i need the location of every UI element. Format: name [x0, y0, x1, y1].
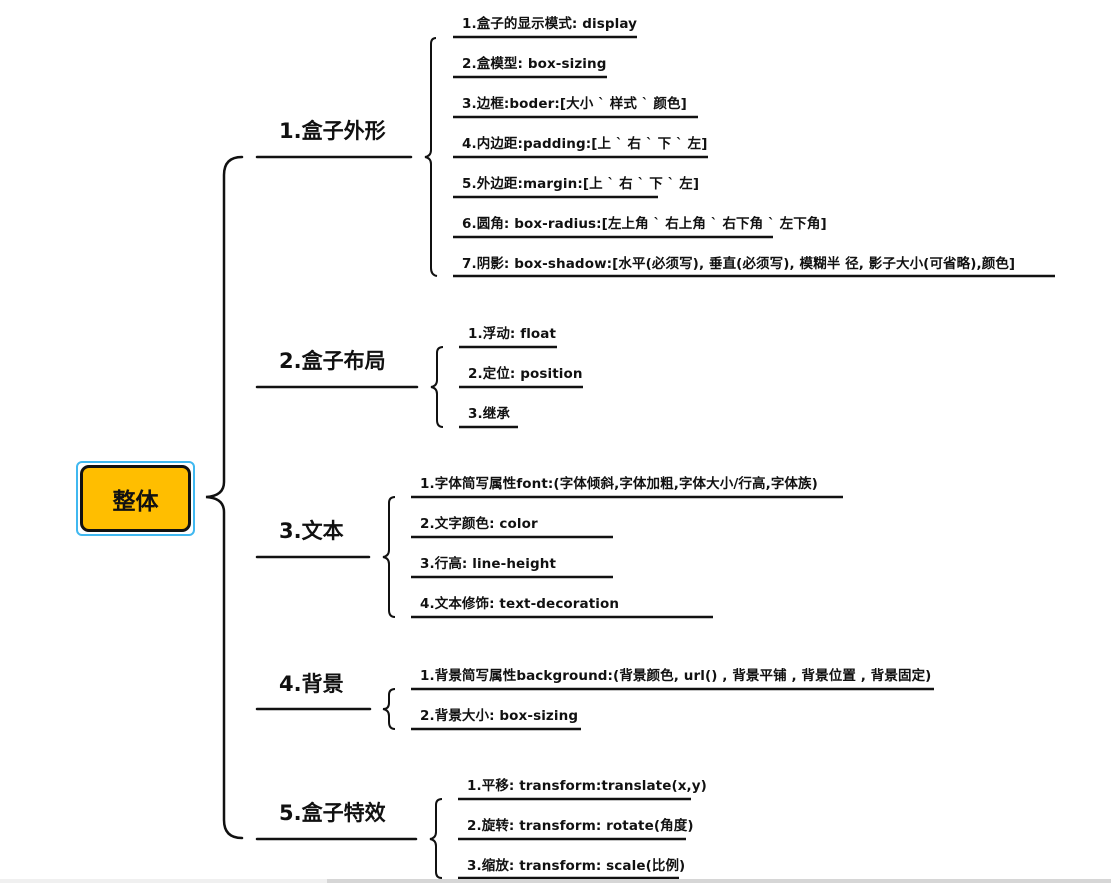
leaf-background[interactable]: 1.背景简写属性background:(背景颜色, url() , 背景平铺 ,…: [420, 668, 932, 684]
leaf-scale[interactable]: 3.缩放: transform: scale(比例): [467, 858, 686, 874]
leaf-position[interactable]: 2.定位: position: [468, 366, 583, 382]
leaf-font[interactable]: 1.字体简写属性font:(字体倾斜,字体加粗,字体大小/行高,字体族): [420, 476, 818, 492]
leaf-padding[interactable]: 4.内边距:padding:[上 ` 右 ` 下 ` 左]: [462, 136, 708, 152]
leaf-margin[interactable]: 5.外边距:margin:[上 ` 右 ` 下 ` 左]: [462, 176, 700, 192]
leaf-float[interactable]: 1.浮动: float: [468, 326, 557, 342]
root-node[interactable]: 整体: [80, 465, 191, 532]
root-node-selection-outline: [76, 461, 195, 536]
branch-box-layout[interactable]: 2.盒子布局: [279, 349, 386, 373]
leaf-display-mode[interactable]: 1.盒子的显示模式: display: [462, 16, 638, 32]
leaf-text-decoration[interactable]: 4.文本修饰: text-decoration: [420, 596, 620, 612]
leaf-line-height[interactable]: 3.行高: line-height: [420, 556, 557, 572]
leaf-inherit[interactable]: 3.继承: [468, 406, 510, 422]
branch-background[interactable]: 4.背景: [279, 672, 344, 696]
leaf-box-model[interactable]: 2.盒模型: box-sizing: [462, 56, 607, 72]
root-node-label: 整体: [112, 488, 159, 515]
leaf-translate[interactable]: 1.平移: transform:translate(x,y): [467, 778, 707, 794]
branch-box-effects[interactable]: 5.盒子特效: [279, 801, 386, 825]
horizontal-scrollbar-thumb[interactable]: [327, 879, 1111, 883]
leaf-border[interactable]: 3.边框:boder:[大小 ` 样式 ` 颜色]: [462, 96, 687, 112]
leaf-shadow[interactable]: 7.阴影: box-shadow:[水平(必须写), 垂直(必须写), 模糊半 …: [462, 256, 1016, 272]
branch-text[interactable]: 3.文本: [279, 519, 344, 543]
leaf-rotate[interactable]: 2.旋转: transform: rotate(角度): [467, 818, 694, 834]
leaf-radius[interactable]: 6.圆角: box-radius:[左上角 ` 右上角 ` 右下角 ` 左下角]: [462, 216, 827, 232]
leaf-color[interactable]: 2.文字颜色: color: [420, 516, 538, 532]
branch-box-shape[interactable]: 1.盒子外形: [279, 119, 386, 143]
leaf-background-size[interactable]: 2.背景大小: box-sizing: [420, 708, 579, 724]
